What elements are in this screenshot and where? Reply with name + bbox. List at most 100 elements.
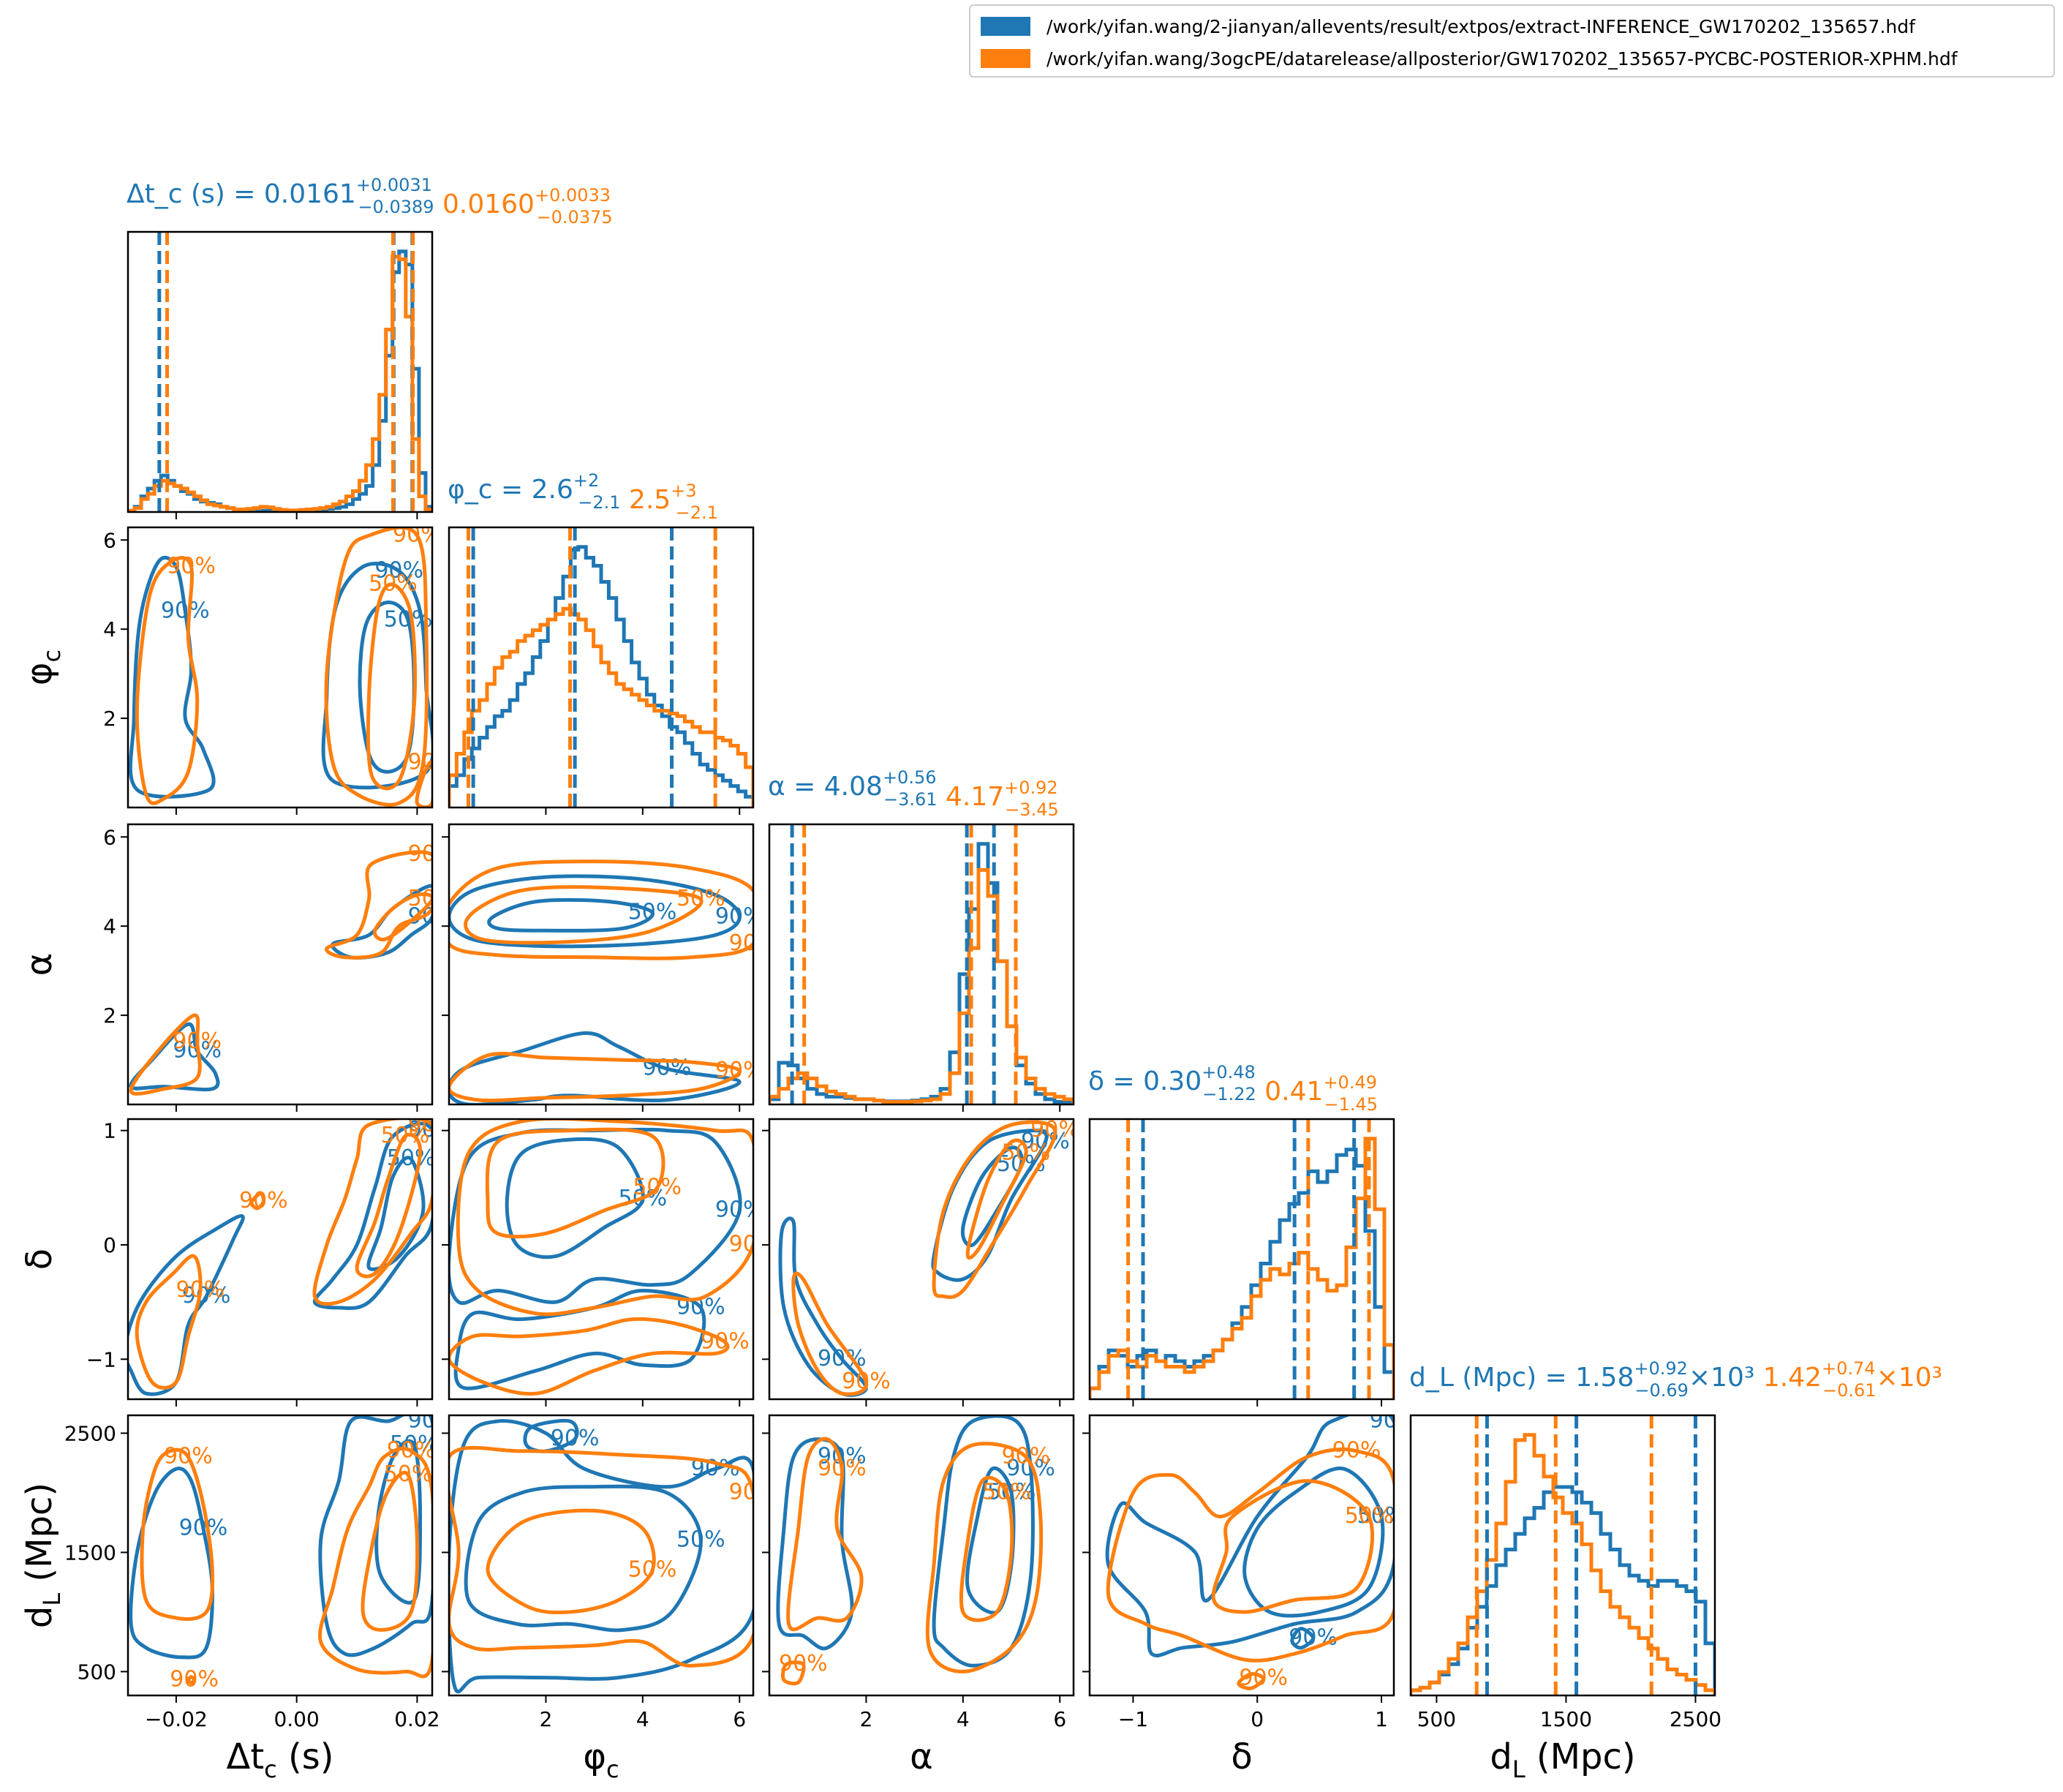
axis-label-sub: c	[264, 1755, 277, 1783]
contour-label-run2-0: 90%	[164, 1444, 213, 1469]
panel-phic-dtc: 90%90%50%90%90%50%90%	[121, 526, 457, 815]
contour-label-run2-1: 50%	[633, 1174, 682, 1200]
contour-run1-1	[464, 1484, 703, 1633]
contour-label-run2-2: 90%	[715, 1058, 764, 1083]
contour-label-run2-1: 90%	[1030, 1117, 1079, 1142]
contour-group-dl-alpha: 90%90%50%90%90%50%90%	[776, 1415, 1055, 1686]
contour-label-run2-2: 50%	[381, 1123, 430, 1148]
axis-label-main: d	[19, 1606, 60, 1628]
title-run1-suffix: ×10³	[1689, 1363, 1754, 1393]
contour-label-run1-0: 90%	[179, 1515, 228, 1540]
title-run1-median: α = 4.08	[768, 772, 883, 802]
contour-run2-0	[135, 1254, 203, 1390]
contour-run2-2	[449, 1317, 730, 1396]
legend: /work/yifan.wang/2-jianyan/allevents/res…	[969, 4, 2055, 78]
contour-label-run2-2: 90%	[701, 1328, 750, 1354]
contour-group-alpha-dtc: 90%90%90%90%50%	[129, 841, 457, 1096]
axis-label-main: φ	[19, 662, 60, 685]
contour-label-run2-0: 90%	[729, 1479, 778, 1505]
panel-frame	[448, 1118, 755, 1401]
y-tick-label: 0	[103, 1233, 116, 1257]
axis-label-sub: L	[1512, 1755, 1525, 1783]
x-tick-label: 500	[1417, 1707, 1456, 1731]
contour-group-dl-dtc: 90%90%50%90%90%50%90%	[129, 1408, 457, 1692]
axis-label-main: δ	[19, 1249, 60, 1270]
legend-entry-run2: /work/yifan.wang/3ogcPE/datarelease/allp…	[981, 45, 1958, 72]
panel-alpha-dtc: 90%90%90%90%50%	[121, 823, 457, 1112]
contour-label-run1-0: 90%	[161, 598, 210, 623]
contour-run1-0	[778, 1216, 868, 1397]
contour-label-run2-3: 90%	[779, 1651, 828, 1676]
title-run2-plus: +0.49	[1323, 1072, 1377, 1093]
hist-run2-alpha	[769, 867, 1074, 1104]
title-run2-minus: −0.61	[1822, 1380, 1877, 1401]
contour-run1-1	[1242, 1467, 1385, 1618]
contour-label-run2-3: 90%	[408, 750, 457, 775]
contour-label-run1-1: 90%	[408, 1408, 457, 1434]
title-run1-plus: +0.56	[883, 767, 937, 788]
y-tick-label: 2500	[64, 1421, 116, 1445]
hist-group-phic	[449, 527, 753, 807]
x-tick-label: 1	[1375, 1707, 1388, 1731]
panel-phic-phic	[448, 526, 755, 815]
title-run2-median: 4.17	[938, 782, 1005, 812]
contour-run2-1	[464, 885, 704, 945]
contour-label-run1-1: 90%	[1006, 1456, 1055, 1481]
legend-label-run1: /work/yifan.wang/2-jianyan/allevents/res…	[1046, 15, 1915, 37]
x-tick-label: 2	[540, 1707, 553, 1731]
y-axis-label-alpha: α	[19, 953, 60, 976]
x-axis-label-dtc: Δtc (s)	[227, 1736, 334, 1783]
axis-label-sub: L	[38, 1593, 66, 1606]
panel-title-dl: d_L (Mpc) = 1.58+0.92−0.69×10³ 1.42+0.74…	[1409, 1358, 1942, 1401]
axis-label-rest: (Mpc)	[19, 1483, 60, 1593]
contour-label-run2-0: 90%	[176, 1277, 225, 1303]
x-axis-label-alpha: α	[910, 1736, 933, 1777]
contour-label-run2-2: 50%	[1002, 1140, 1051, 1165]
x-axis-label-dl: dL (Mpc)	[1490, 1736, 1635, 1783]
contour-group-delta-phic: 90%50%90%90%50%90%	[449, 1119, 753, 1396]
contour-run2-3	[249, 1191, 265, 1211]
title-run1-minus: −0.69	[1634, 1380, 1689, 1401]
y-axis-label-dl: dL (Mpc)	[19, 1483, 66, 1628]
panel-dtc-dtc	[127, 230, 434, 519]
contour-label-run2-1: 90%	[1002, 1444, 1051, 1469]
panel-dl-delta: 90%50%90%90%50%90%	[1082, 1414, 1395, 1703]
panel-title-delta: δ = 0.30+0.48−1.22 0.41+0.49−1.45	[1088, 1062, 1378, 1115]
contour-run2-1	[486, 1508, 656, 1615]
title-run2-minus: −2.1	[676, 502, 718, 523]
y-tick-label: 4	[103, 914, 116, 938]
panel-frame	[768, 1118, 1075, 1401]
contour-label-run1-2: 50%	[987, 1479, 1036, 1505]
contour-group-phic-dtc: 90%90%50%90%90%50%90%	[128, 527, 457, 807]
title-run1-median: φ_c = 2.6	[448, 475, 573, 505]
title-run1-minus: −3.61	[883, 789, 938, 810]
contour-label-run2-1: 90%	[408, 841, 457, 867]
axis-label-sub: c	[38, 650, 66, 663]
contour-label-run2-2: 90%	[1239, 1665, 1288, 1691]
contour-run2-1	[925, 1442, 1044, 1674]
legend-label-run2: /work/yifan.wang/3ogcPE/datarelease/allp…	[1046, 48, 1958, 69]
contour-label-run2-3: 90%	[239, 1188, 288, 1213]
panel-title-dtc: Δt_c (s) = 0.0161+0.0031−0.0389 0.0160+0…	[127, 175, 613, 227]
contour-run1-2	[358, 601, 416, 774]
panel-frame	[127, 230, 434, 513]
contour-run1-2	[453, 1288, 706, 1390]
x-axis-label-phic: φc	[583, 1736, 619, 1783]
title-run2-plus: +0.74	[1822, 1358, 1876, 1379]
title-run1-plus: +2	[573, 470, 599, 491]
title-run1-plus: +0.92	[1634, 1358, 1688, 1379]
title-run2-plus: +0.0033	[535, 185, 611, 206]
y-tick-label: 2	[103, 707, 116, 731]
contour-run2-1	[324, 527, 429, 807]
title-run2-median: 0.41	[1256, 1077, 1324, 1107]
y-tick-label: −1	[86, 1347, 116, 1371]
title-run1-median: d_L (Mpc) = 1.58	[1409, 1363, 1634, 1393]
contour-run2-1	[932, 1120, 1057, 1299]
contour-run2-0	[1106, 1447, 1394, 1663]
panel-frame	[768, 1414, 1075, 1697]
hist-group-dl	[1411, 1415, 1715, 1695]
contour-label-run1-2: 90%	[1289, 1625, 1338, 1650]
panel-frame	[127, 1414, 434, 1697]
contour-run1-1	[312, 1121, 432, 1311]
contour-run2-2	[965, 1138, 1028, 1260]
